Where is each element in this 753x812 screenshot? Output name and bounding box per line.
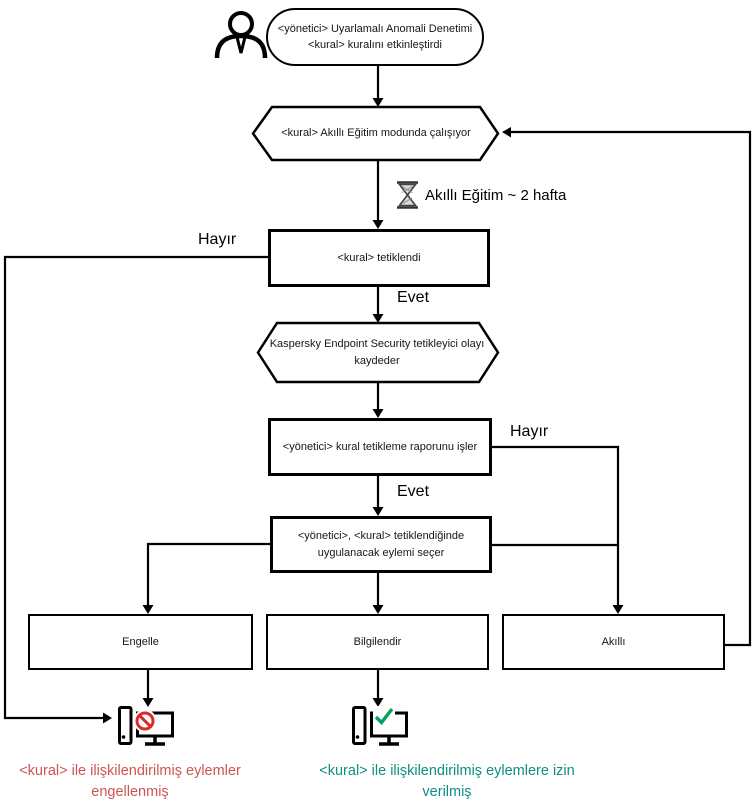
hexagon-training-mode xyxy=(251,105,500,162)
edge-label-yes-1: Evet xyxy=(397,289,430,306)
action-smart-node: Akıllı xyxy=(502,614,725,670)
arrowhead xyxy=(502,127,511,138)
allowed-caption-line2: verilmiş xyxy=(422,784,472,801)
prohibit-slash xyxy=(138,714,152,728)
arrowhead xyxy=(372,605,384,614)
arrowhead xyxy=(372,507,384,516)
hexagon-log-event xyxy=(256,321,500,384)
arrowhead xyxy=(372,314,384,323)
select-action-line1: <yönetici>, <kural> tetiklendiğinde xyxy=(297,530,465,542)
blocked-caption-line2: engellenmiş xyxy=(91,784,169,801)
blocked-caption: <kural> ile ilişkilendirilmiş eylemler e… xyxy=(8,761,252,803)
connector-no-to-smart xyxy=(492,445,620,606)
allowed-caption-line1: <kural> ile ilişkilendirilmiş eylemlere … xyxy=(319,763,575,779)
start-node-line2: <kural> kuralını etkinleştirdi xyxy=(308,39,442,51)
connector-smart-feedback xyxy=(511,130,752,647)
select-action-node: <yönetici>, <kural> tetiklendiğinde uygu… xyxy=(270,516,492,573)
start-node: <yönetici> Uyarlamalı Anomali Denetimi <… xyxy=(266,8,484,66)
arrowhead xyxy=(372,698,384,707)
edge-label-no-1: Hayır xyxy=(198,231,237,248)
computer-blocked-icon xyxy=(118,706,174,746)
report-processing-node: <yönetici> kural tetikleme raporunu işle… xyxy=(268,418,492,476)
check-icon xyxy=(374,707,394,726)
administrator-icon xyxy=(214,11,268,59)
hourglass-icon xyxy=(397,181,418,209)
blocked-caption-line1: <kural> ile ilişkilendirilmiş eylemler xyxy=(19,763,241,779)
allowed-caption: <kural> ile ilişkilendirilmiş eylemlere … xyxy=(302,761,592,803)
action-block-node: Engelle xyxy=(28,614,253,670)
select-action-line2: uygulanacak eylemi seçer xyxy=(317,546,445,559)
training-duration-label: Akıllı Eğitim ~ 2 hafta xyxy=(425,187,567,204)
arrowhead xyxy=(612,605,624,614)
log-event-line1: Kaspersky Endpoint Security tetikleyici … xyxy=(269,338,485,350)
start-node-line1: <yönetici> Uyarlamalı Anomali Denetimi xyxy=(277,22,473,35)
action-inform-node: Bilgilendir xyxy=(266,614,489,670)
edge-label-no-2: Hayır xyxy=(510,423,549,440)
computer-allowed-icon xyxy=(352,706,408,746)
arrowhead xyxy=(372,220,384,229)
arrowhead xyxy=(372,98,384,107)
rule-triggered-node: <kural> tetiklendi xyxy=(268,229,490,287)
connector-no-to-blocked xyxy=(3,255,268,720)
arrowhead xyxy=(142,698,154,707)
edge-label-yes-2: Evet xyxy=(397,483,430,500)
log-event-line2: kaydeder xyxy=(354,354,400,367)
connector-action-to-block xyxy=(146,542,270,606)
training-mode-label: <kural> Akıllı Eğitim modunda çalışıyor xyxy=(281,127,471,140)
arrowhead xyxy=(142,605,154,614)
log-event-label: Kaspersky Endpoint Security tetikleyici … xyxy=(262,323,492,382)
arrowhead xyxy=(103,712,112,724)
arrowhead xyxy=(372,409,384,418)
